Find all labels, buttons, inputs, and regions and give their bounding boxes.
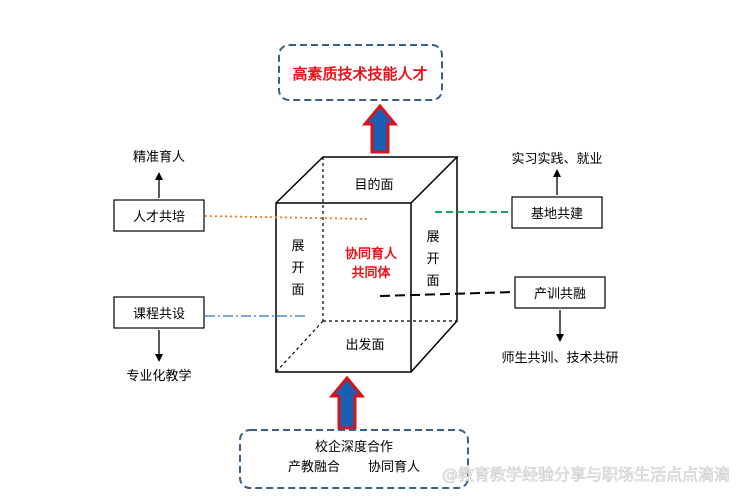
left-box-talent: [113, 199, 205, 232]
face-right-char-2: 开: [426, 252, 439, 267]
cube: 目的面 展 开 面 展 开 面 协同育人 共同体 出发面: [275, 156, 459, 373]
connector-industry-training: [379, 291, 516, 297]
bottom-foundation-box: 校企深度合作 产教融合 协同育人: [239, 429, 469, 489]
left-box-curriculum-label: 课程共设: [133, 307, 185, 322]
top-box-label: 高素质技术技能人才: [292, 65, 427, 83]
face-left-char-2: 开: [291, 261, 304, 276]
top-box-border: [278, 44, 443, 101]
right-bottom-outcome: 师生共训、技术共研: [501, 351, 618, 366]
left-box-talent-label: 人才共培: [133, 209, 185, 225]
face-left-char-1: 展: [291, 239, 304, 254]
face-left-char-3: 面: [291, 283, 304, 298]
watermark-text: @教育教学经验分享与职场生活点点滴滴: [442, 465, 730, 484]
right-top-outcome: 实习实践、就业: [511, 152, 602, 167]
right-box-industry-label: 产训共融: [534, 287, 586, 302]
face-right-char-3: 面: [426, 274, 439, 289]
top-goal-box: 高素质技术技能人才: [278, 44, 443, 101]
center-label-line1: 协同育人: [345, 246, 398, 262]
bottom-box-line2-right: 协同育人: [368, 459, 420, 475]
right-column: 实习实践、就业 基地共建 产训共融 师生共训、技术共研: [501, 152, 618, 366]
connector-talent-training: [204, 215, 369, 220]
left-column: 精准育人 人才共培 课程共设 专业化教学: [113, 149, 205, 384]
face-top-label: 目的面: [354, 177, 393, 193]
left-box-curriculum: [113, 296, 205, 329]
bottom-box-line2-left: 产教融合: [288, 459, 340, 475]
bottom-box-line1: 校企深度合作: [315, 439, 393, 455]
right-box-base: [511, 196, 603, 229]
up-arrow-top: [361, 103, 399, 154]
up-arrow-bottom: [328, 375, 366, 430]
cube-front-face: [275, 202, 412, 373]
left-bottom-outcome: 专业化教学: [126, 368, 191, 384]
center-label-line2: 共同体: [351, 265, 391, 281]
cube-hidden-edge-diagonal: [275, 320, 324, 373]
cube-top-face: [275, 156, 459, 204]
right-box-base-label: 基地共建: [531, 207, 583, 222]
right-box-industry: [514, 276, 606, 309]
left-top-outcome: 精准育人: [133, 149, 185, 165]
face-right-char-1: 展: [426, 230, 439, 245]
face-bottom-label: 出发面: [345, 337, 384, 353]
bottom-box-border: [239, 429, 469, 489]
